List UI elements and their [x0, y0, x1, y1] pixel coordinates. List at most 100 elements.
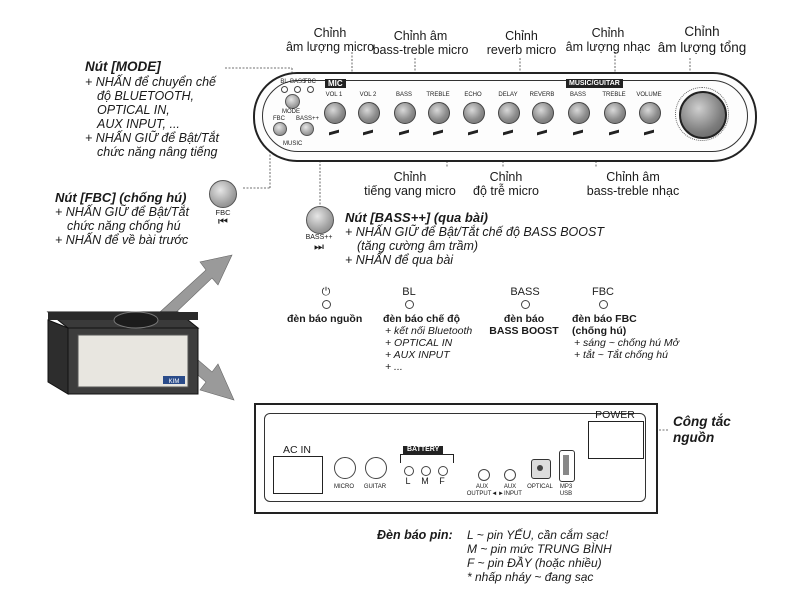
led-label-bl: BL: [280, 79, 288, 85]
indicator-bass-title: đèn báo: [503, 313, 545, 325]
indicator-led: [322, 300, 331, 309]
indicator-mode-item: + ...: [385, 361, 403, 373]
power-led-icon: ⏻: [321, 286, 331, 298]
fbc-button-label: FBC: [215, 208, 231, 217]
master-volume-ring: [675, 87, 729, 141]
battery-legend-line: M ~ pin mức TRUNG BÌNH: [467, 542, 612, 556]
callout-line: Chỉnh: [489, 170, 523, 184]
led-label-fbc: FBC: [304, 79, 316, 85]
indicator-mode: đèn báo chế độ + kết nối Bluetooth + OPT…: [383, 313, 472, 373]
knob-label: VOL 2: [359, 92, 377, 98]
callout-line: reverb micro: [486, 43, 557, 57]
callout-vol-micro: Chỉnh âm lượng micro: [270, 26, 390, 54]
knob-echo[interactable]: [463, 102, 485, 124]
ac-in-socket[interactable]: [273, 456, 323, 494]
panel-fbc-button[interactable]: [273, 122, 287, 136]
indicator-fbc-item: + sáng ~ chống hú Mở: [574, 337, 679, 349]
micro-jack[interactable]: [334, 457, 356, 479]
knob-vol-2[interactable]: [358, 102, 380, 124]
panel-mode-label: MODE: [282, 109, 300, 115]
usb-port[interactable]: [559, 450, 575, 482]
battery-tag: BATTERY: [403, 446, 444, 454]
indicator-power-title: đèn báo nguồn: [287, 313, 363, 325]
knob-reverb[interactable]: [532, 102, 554, 124]
callout-line: Chỉnh âm: [393, 29, 448, 43]
aux-output-jack[interactable]: [478, 469, 490, 481]
callout-line: Chỉnh: [684, 24, 720, 39]
bass-plus-button[interactable]: [306, 206, 334, 234]
knob-label: VOLUME: [636, 92, 662, 98]
led-bass: [294, 86, 301, 93]
mode-title: Nút [MODE]: [85, 59, 161, 74]
battery-led-m: [421, 466, 431, 476]
callout-line: bass-treble micro: [372, 43, 469, 57]
callout-bass-treble-micro: Chỉnh âm bass-treble micro: [368, 29, 473, 57]
speaker-brand: KIM: [169, 379, 180, 385]
panel-fbc-label: FBC: [273, 116, 285, 122]
panel-bass-label: BASS++: [296, 116, 320, 122]
fbc-led-icon: FBC: [592, 286, 614, 298]
indicator-fbc-title: đèn báo FBC: [572, 313, 637, 325]
knob-label: ECHO: [464, 92, 482, 98]
knob-vol-1[interactable]: [324, 102, 346, 124]
battery-legend-title: Đèn báo pin:: [377, 528, 453, 542]
callout-line: âm lượng micro: [285, 40, 375, 54]
bl-led-icon: BL: [402, 286, 416, 298]
battery-legend-line: F ~ pin ĐẦY (hoặc nhiều): [467, 556, 602, 570]
mode-line: + NHẤN để chuyển chế: [85, 75, 216, 89]
battery-led-l: [404, 466, 414, 476]
indicator-mode-item: + kết nối Bluetooth: [385, 325, 473, 337]
micro-label: MICRO: [334, 484, 354, 490]
bass-line: (tăng cường âm trầm): [357, 239, 479, 253]
callout-line: Chỉnh âm: [606, 170, 660, 184]
knob-label: TREBLE: [426, 92, 450, 98]
battery-label-m: M: [421, 476, 429, 486]
knob-bass[interactable]: [394, 102, 416, 124]
guitar-jack[interactable]: [365, 457, 387, 479]
mp3-usb-line: USB: [559, 491, 573, 497]
power-switch[interactable]: [588, 421, 644, 459]
panel-mode-button[interactable]: [285, 94, 300, 109]
power-switch-line: Công tắc: [673, 414, 731, 429]
callout-line: Chỉnh: [591, 26, 625, 40]
mode-button-desc: Nút [MODE] + NHẤN để chuyển chế độ BLUET…: [85, 59, 219, 159]
mode-line: AUX INPUT, ...: [97, 117, 180, 131]
panel-music-label: MUSIC: [283, 141, 303, 147]
callout-line: Chỉnh: [313, 26, 347, 40]
indicator-mode-item: + OPTICAL IN: [385, 337, 453, 349]
battery-legend-line: * nhấp nháy ~ đang sạc: [467, 570, 594, 584]
panel-bass-button[interactable]: [300, 122, 314, 136]
aux-output-line: OUTPUT◄: [466, 491, 498, 497]
knob-volume[interactable]: [639, 102, 661, 124]
indicator-led: [405, 300, 414, 309]
indicator-fbc-subtitle: (chống hú): [572, 325, 627, 337]
knob-bass[interactable]: [568, 102, 590, 124]
aux-input-label: AUX ►INPUT: [492, 484, 528, 498]
callout-line: Chỉnh: [393, 170, 427, 184]
led-label-bass: BASS: [290, 79, 307, 85]
power-switch-callout: Công tắc nguồn: [673, 414, 731, 446]
knob-treble[interactable]: [604, 102, 626, 124]
mode-line: độ BLUETOOTH,: [97, 89, 195, 103]
indicator-led: [599, 300, 608, 309]
indicator-mode-item: + AUX INPUT: [385, 349, 450, 361]
callout-line: âm lượng nhạc: [565, 40, 651, 54]
fbc-line: chức năng chống hú: [67, 219, 181, 233]
indicator-fbc-item: + tắt ~ Tắt chống hú: [574, 349, 668, 361]
knob-treble[interactable]: [428, 102, 450, 124]
power-label: POWER: [595, 409, 635, 421]
optical-port-center: [537, 465, 543, 471]
knob-label: BASS: [569, 92, 586, 98]
aux-input-jack[interactable]: [504, 469, 516, 481]
aux-input-line: ►INPUT: [498, 491, 522, 497]
knob-label: VOL 1: [325, 92, 343, 98]
callout-line: tiếng vang micro: [364, 184, 456, 198]
battery-led-f: [438, 466, 448, 476]
fbc-button[interactable]: [209, 180, 237, 208]
knob-label: BASS: [395, 92, 412, 98]
fbc-title: Nút [FBC] (chống hú): [55, 190, 187, 205]
battery-label-l: L: [405, 476, 411, 486]
indicator-mode-title: đèn báo chế độ: [383, 313, 461, 325]
knob-delay[interactable]: [498, 102, 520, 124]
indicator-led: [521, 300, 530, 309]
